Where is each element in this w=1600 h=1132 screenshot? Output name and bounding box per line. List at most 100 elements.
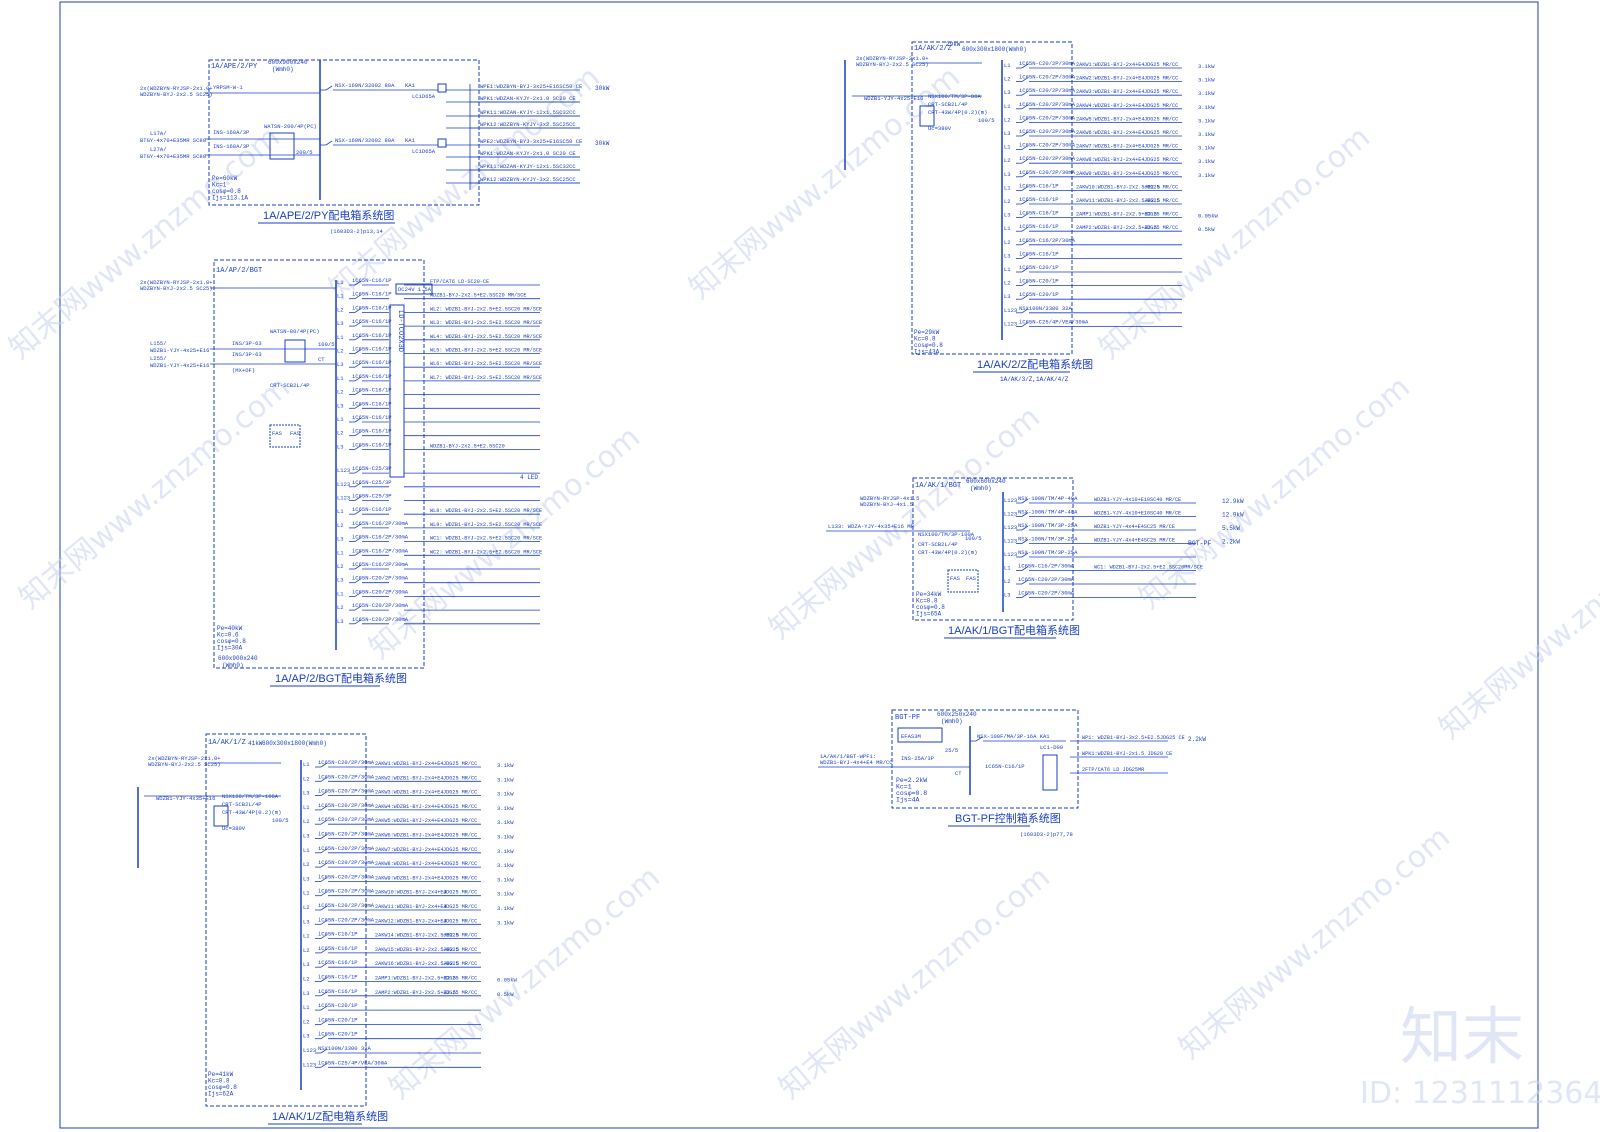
sheet-border	[59, 1, 1539, 1129]
circuit-breaker: iC65N-C20/2P/30mA	[1019, 155, 1076, 162]
device-label: NSX100/TM/3P-100A	[918, 531, 975, 538]
circuit-conduit: JDG25 MR/CC	[443, 761, 477, 767]
circuit-phase: L3	[1004, 89, 1011, 96]
device-label: Uc=380V	[928, 125, 952, 132]
circuit-cable: 2AKW9:WDZB1-BYJ-2x4+E4	[1076, 171, 1145, 177]
circuit-conduit: JDG25 MR/CC	[1144, 184, 1178, 190]
circuit-breaker: iC65N-C20/2P/30mA	[318, 888, 375, 895]
circuit-phase: L2	[337, 563, 344, 570]
panel-bgtpf-title: BGT-PF控制箱系统图	[955, 811, 1061, 825]
circuit-breaker: iC65N-C16/1P	[352, 277, 392, 284]
panel-ak1bgt-title: 1A/AK/1/BGT配电箱系统图	[948, 623, 1080, 637]
device-label: FAS	[950, 575, 961, 582]
circuit-cable: WL9: WDZB1-BYJ-2x2.5+E2.5SC20 MR/SCE	[430, 522, 542, 528]
circuit-breaker: NSX-100N/TM/4P-40A	[1018, 495, 1078, 502]
circuit-breaker: iC65N-C20/2P/30mA	[1019, 87, 1076, 94]
summary-value: Pe=60kW	[212, 175, 238, 182]
circuit-breaker: iC65N-C16/1P	[1019, 196, 1059, 203]
circuit-conduit: JDG25 MR/CC	[443, 890, 477, 896]
circuit-phase: L2	[337, 430, 344, 437]
circuit-phase: L2	[1004, 198, 1011, 205]
circuit-load: 30kW	[595, 140, 610, 147]
incoming-cable: WDZB1-BYJ-4x4+E4 MR/CC	[820, 759, 893, 766]
circuit-phase: L3	[303, 833, 310, 840]
circuit-breaker: NSX-100N/TM/4P-40A	[1018, 509, 1078, 516]
circuit-cable: 2AKW1:WDZB1-BYJ-2x4+E4	[1076, 62, 1145, 68]
circuit-load: 3.1kW	[1198, 172, 1215, 179]
device-label: CRT-43W/4P(0.2)(m)	[222, 809, 281, 816]
circuit-breaker: iC65N-C20/2P/30mA	[318, 859, 375, 866]
circuit-cable: 2AKW7:WDZB1-BYJ-2x4+E4	[375, 847, 444, 853]
panel-ap-id: 1A/AP/2/BGT	[216, 267, 262, 275]
circuit-cable: WDZB1-BYJ-2x2.5+E2.5SC20	[430, 443, 505, 449]
circuit-breaker: iC65N-C16/1P	[352, 414, 392, 421]
circuit-phase: L3	[303, 875, 310, 882]
circuit-cable: FTP/CAT6 LD-SC20-CE	[430, 279, 489, 285]
circuit-phase: L3	[1004, 171, 1011, 178]
circuit-phase: L1	[1004, 103, 1011, 110]
panel-ak1z-size: 600x300x1800(Wmh0)	[262, 740, 327, 747]
circuit-phase: L3	[303, 918, 310, 925]
summary-value: Pe=29kW	[914, 329, 940, 336]
circuit-load: 3.1kW	[497, 891, 514, 898]
circuit-load: 3.1kW	[1198, 145, 1215, 152]
circuit-cable: 2AKW16:WDZB1-BYJ-2x2.5+E2.5	[375, 961, 459, 967]
circuit-load: 3.1kW	[497, 848, 514, 855]
panel-ak1bgt-id: 1A/AK/1/BGT	[915, 482, 961, 490]
device-label: Uc=380V	[222, 825, 246, 832]
summary-value: Kc=0.8	[914, 336, 936, 343]
circuit-load: 3.1kW	[497, 834, 514, 841]
device-label: 100/5	[965, 535, 982, 542]
device-label: 100/5	[272, 817, 289, 824]
circuit-conduit: JDG25 MR/CC	[1144, 103, 1178, 109]
circuit-breaker: iC65N-C16/1P	[352, 506, 392, 513]
circuit-phase: L3	[303, 990, 310, 997]
circuit-breaker: iC65N-C20/1P	[318, 1016, 358, 1023]
circuit-cable: WPK1:WDZAN-KYJY-2x1.0 SC20 CE	[480, 150, 576, 157]
circuit-breaker: iC65N-C16/1P	[1019, 223, 1059, 230]
circuit-cable: 2AKW4:WDZB1-BYJ-2x4+E4	[375, 804, 444, 810]
circuit-load: 3.1kW	[1198, 63, 1215, 70]
device-label: FAS	[272, 430, 283, 437]
device-label: INS-25A/3P	[901, 755, 934, 762]
circuit-phase: L2	[337, 348, 344, 355]
circuit-load: 3.1kW	[497, 862, 514, 869]
circuit-cable: 2AKW11:WDZB1-BYJ-2x2.5+E2.5	[1076, 198, 1160, 204]
circuit-breaker: NSX100N/3300 32A	[1019, 305, 1073, 312]
circuit-phase: L2	[337, 522, 344, 529]
incoming-cable: L133: WDZA-YJY-4x35+E16 MR	[828, 523, 915, 530]
summary-value: cosφ=0.8	[914, 342, 943, 349]
circuit-phase: L3	[1004, 293, 1011, 300]
panel-ap-bus: LD-TCO2X3D	[396, 310, 404, 352]
circuit-breaker: NSX-100N/TM/3P-25A	[1018, 522, 1078, 529]
circuit-conduit: JDG25 MR/CC	[1144, 198, 1178, 204]
device-label: FAS	[290, 430, 301, 437]
circuit-phase: L1	[303, 761, 310, 768]
circuit-phase: L1	[337, 279, 344, 286]
circuit-breaker: iC65N-C20/1P	[318, 1031, 358, 1038]
circuit-cable: WL2: WDZB1-BYJ-2x2.5+E2.5SC20 MR/SCE	[430, 306, 542, 312]
incoming-cable: WDZB1-YJY-4x25+E16	[864, 95, 923, 102]
circuit-conduit: JDG25 MR/CC	[443, 976, 477, 982]
circuit-phase: L2	[303, 947, 310, 954]
panel-ape-mount: (Wmh0)	[272, 66, 294, 73]
panel-ape: 1A/APE/2/PY 600x900x240 (Wmh0) 2x(WDZBYN…	[140, 59, 610, 235]
circuit-breaker: iC65N-C16/1P	[318, 931, 358, 938]
circuit-breaker: NSX100N/3300 32A	[318, 1045, 372, 1052]
panel-ak2z-title: 1A/AK/2/Z配电箱系统图	[977, 357, 1093, 371]
circuit-conduit: JDG25 MR/CC	[443, 990, 477, 996]
circuit-phase: L123	[1004, 538, 1017, 545]
incoming-cable: WDZBYN-BYJ-2x2.5 SC25)	[140, 285, 213, 292]
circuit-breaker: iC65N-C20/2P/30mA	[1019, 128, 1076, 135]
circuit-conduit: JDG25 MR/CC	[1144, 225, 1178, 231]
circuit-breaker: iC65N-C16/1P	[352, 346, 392, 353]
circuit-breaker: iC65N-C16/1P	[352, 428, 392, 435]
summary-value: Ijs=30A	[217, 645, 243, 652]
circuit-breaker: iC65N-C16/1P	[352, 400, 392, 407]
panel-ak2z-note: 1A/AK/3/Z,1A/AK/4/Z	[1000, 376, 1069, 383]
circuit-breaker: iC65N-C20/2P/30mA	[318, 902, 375, 909]
summary-value: Ijs=43A	[914, 349, 940, 356]
circuit-load: 12.9kW	[1222, 512, 1244, 519]
panel-ap-bottom-mount: (Wmh0)	[222, 662, 244, 669]
